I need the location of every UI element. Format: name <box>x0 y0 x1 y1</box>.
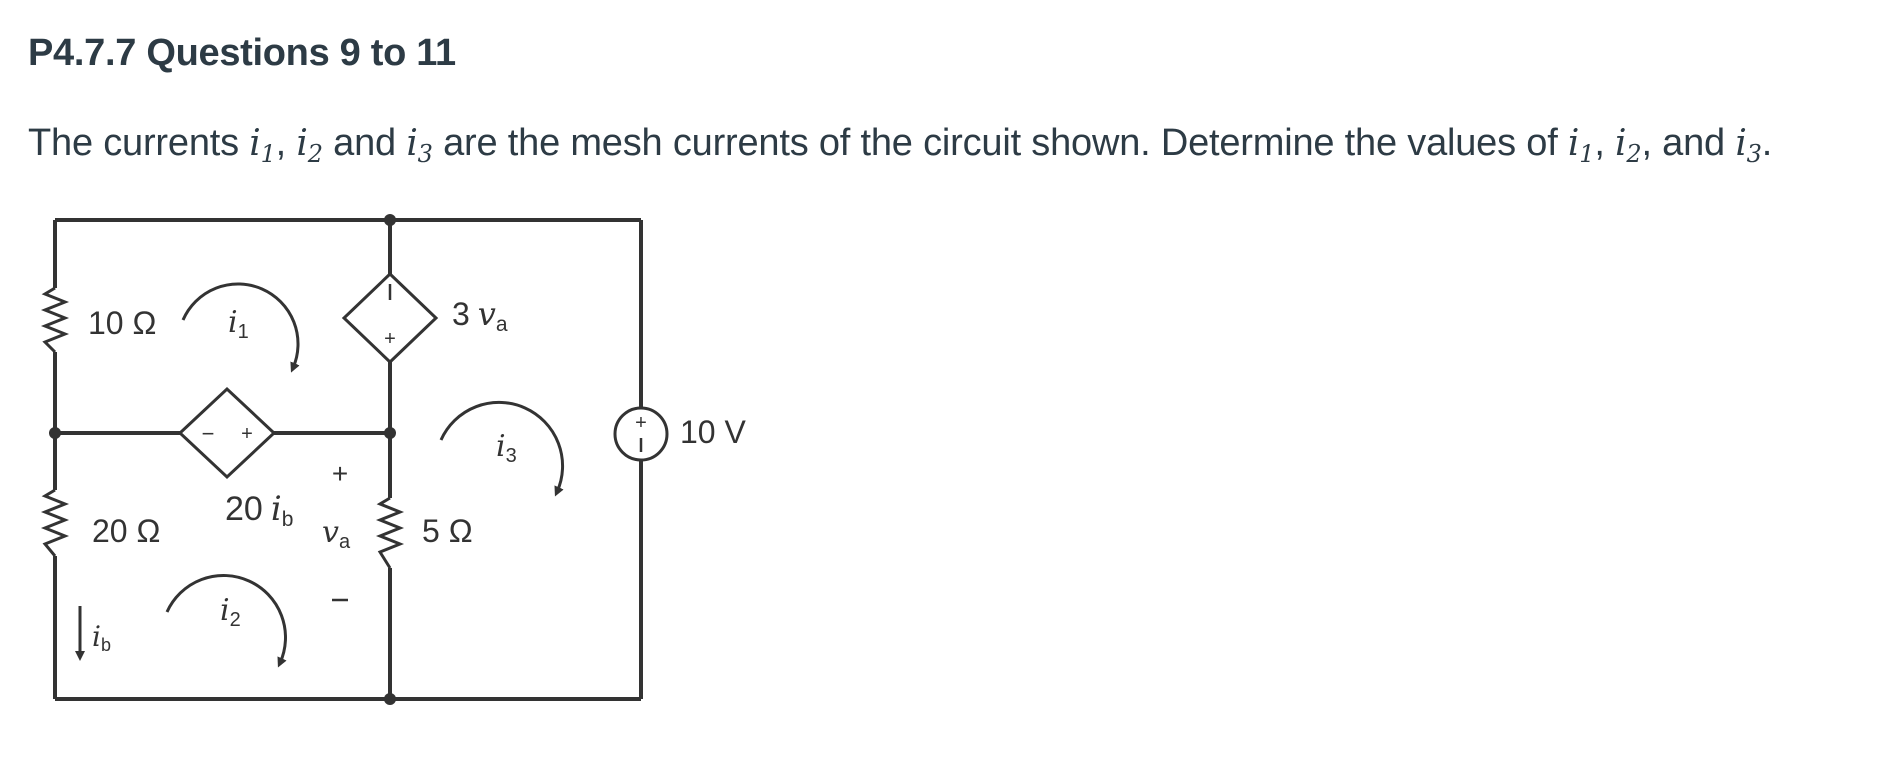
plus-sign: + <box>635 412 647 434</box>
comma-2: , <box>1594 122 1616 164</box>
var-i1: i1 <box>249 123 276 168</box>
and-1: and <box>322 122 407 164</box>
plus-sign: + <box>384 328 396 350</box>
question-end: . <box>1761 122 1773 164</box>
resistor-20-symbol <box>40 488 70 557</box>
resistor-20-label: 20 Ω <box>92 513 160 549</box>
var-i1-b: i1 <box>1567 123 1595 168</box>
resistors <box>40 286 405 569</box>
question-prefix: The currents <box>28 122 250 164</box>
va-plus-sign: + <box>332 458 348 489</box>
mesh-arrows <box>75 282 565 668</box>
junction-dots <box>49 214 396 705</box>
minus-sign: − <box>202 421 215 446</box>
wires <box>53 218 643 701</box>
dependent-source-20ib <box>177 386 277 480</box>
junction-dot <box>384 693 396 705</box>
voltage-source-10v <box>613 406 669 462</box>
mesh-label-i2: i2 <box>220 593 241 631</box>
junction-dot <box>49 427 61 439</box>
resistor-5-label: 5 Ω <box>422 513 473 549</box>
comma-1: , <box>275 122 297 164</box>
junction-dot <box>384 427 396 439</box>
dependent-source-3va <box>341 271 439 365</box>
var-i2-b: i2 <box>1615 123 1642 168</box>
var-i3: i3 <box>406 123 433 168</box>
var-i3-b: i3 <box>1735 123 1762 168</box>
question-middle: are the mesh currents of the circuit sho… <box>432 122 1568 164</box>
mesh-arrow-i2 <box>165 574 287 668</box>
mesh-arrow-i3 <box>439 400 565 497</box>
current-label-ib: ib <box>92 620 111 655</box>
mesh-arrow-i1 <box>181 282 300 373</box>
page-title: P4.7.7 Questions 9 to 11 <box>28 32 456 74</box>
junction-dot <box>384 214 396 226</box>
comma-and: , and <box>1641 122 1736 164</box>
mesh-label-i3: i3 <box>496 429 517 467</box>
question-text: The currents i1, i2 and i3 are the mesh … <box>28 122 1773 168</box>
mesh-label-i1: i1 <box>228 305 249 343</box>
va-label: va <box>322 515 351 553</box>
var-i2: i2 <box>296 123 323 168</box>
plus-sign: + <box>241 423 253 445</box>
resistor-10-symbol <box>40 286 70 354</box>
resistor-10-label: 10 Ω <box>88 305 156 341</box>
resistor-5-symbol <box>375 496 405 569</box>
source-10v-label: 10 V <box>680 414 746 450</box>
